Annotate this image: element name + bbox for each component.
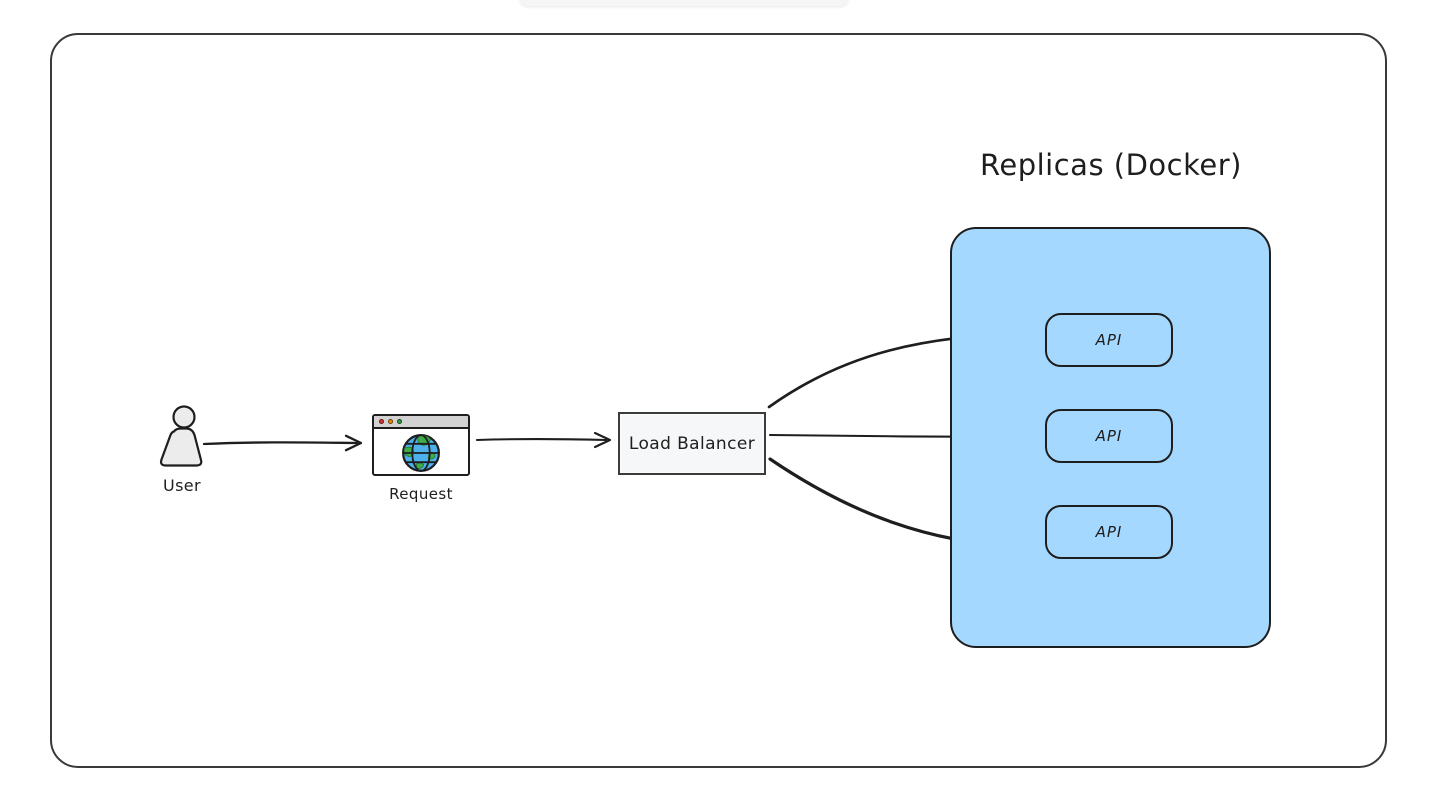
window-dot-yellow bbox=[388, 419, 393, 424]
replicas-container[interactable] bbox=[950, 227, 1271, 648]
person-icon bbox=[159, 405, 203, 467]
request-node[interactable]: Request bbox=[372, 414, 470, 503]
api-label: API bbox=[1095, 331, 1123, 349]
cropped-toolbar-remnant bbox=[520, 0, 848, 6]
request-label[interactable]: Request bbox=[389, 485, 453, 503]
browser-window-icon bbox=[372, 414, 470, 476]
replicas-group-title[interactable]: Replicas (Docker) bbox=[980, 148, 1242, 182]
api-node-1[interactable]: API bbox=[1045, 313, 1173, 367]
api-node-3[interactable]: API bbox=[1045, 505, 1173, 559]
globe-icon bbox=[402, 433, 440, 472]
outer-frame-shape[interactable] bbox=[50, 33, 1387, 768]
load-balancer-label: Load Balancer bbox=[628, 433, 756, 454]
window-dot-red bbox=[379, 419, 384, 424]
api-label: API bbox=[1095, 427, 1123, 445]
window-dot-green bbox=[397, 419, 402, 424]
browser-title-bar bbox=[374, 416, 468, 429]
user-label[interactable]: User bbox=[162, 476, 202, 495]
load-balancer-node[interactable]: Load Balancer bbox=[618, 412, 766, 475]
api-node-2[interactable]: API bbox=[1045, 409, 1173, 463]
api-label: API bbox=[1095, 523, 1123, 541]
user-node[interactable]: User bbox=[146, 404, 218, 495]
